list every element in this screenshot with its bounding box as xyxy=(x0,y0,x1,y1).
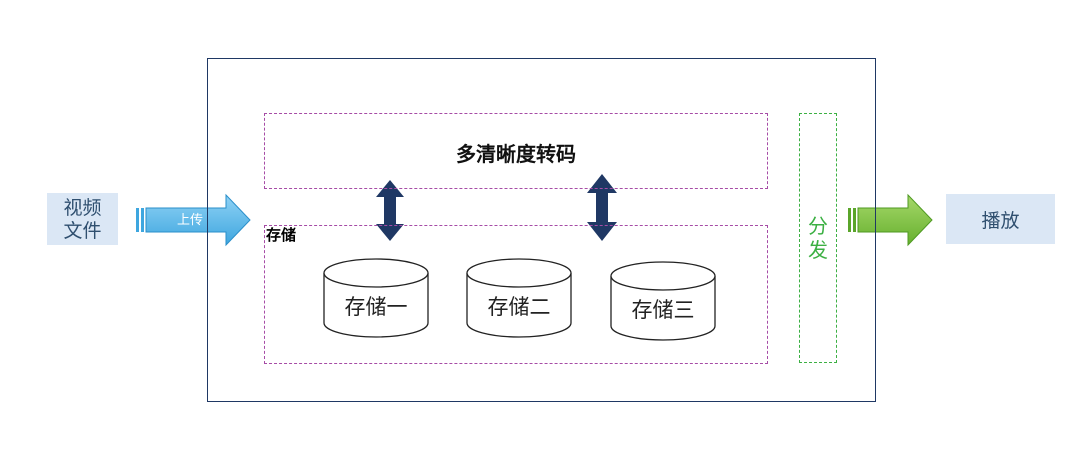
double-arrow-2 xyxy=(587,174,617,241)
storage-cylinder-1 xyxy=(323,258,429,338)
storage-box xyxy=(264,225,768,364)
system-frame xyxy=(207,58,876,402)
storage-cylinder-2 xyxy=(466,258,572,338)
transcode-box xyxy=(264,113,768,189)
upload-label: 上传 xyxy=(176,213,203,228)
distribute-label: 分发 xyxy=(808,214,828,262)
storage-unit-1-label: 存储一 xyxy=(344,295,408,319)
storage-label: 存储 xyxy=(266,226,297,244)
distribute-box xyxy=(799,113,837,363)
transcode-label: 多清晰度转码 xyxy=(456,142,576,166)
output-label: 播放 xyxy=(981,210,1020,232)
storage-cylinder-3 xyxy=(610,261,716,341)
input-box xyxy=(47,193,118,245)
output-arrow xyxy=(848,193,933,247)
storage-unit-2-label: 存储二 xyxy=(487,295,551,319)
input-label-line1: 视频 xyxy=(63,197,102,219)
upload-arrow xyxy=(136,193,251,247)
output-box xyxy=(946,194,1055,244)
input-label-line2: 文件 xyxy=(63,220,102,242)
input-label: 视频 文件 xyxy=(47,197,118,243)
storage-unit-3-label: 存储三 xyxy=(631,298,695,322)
